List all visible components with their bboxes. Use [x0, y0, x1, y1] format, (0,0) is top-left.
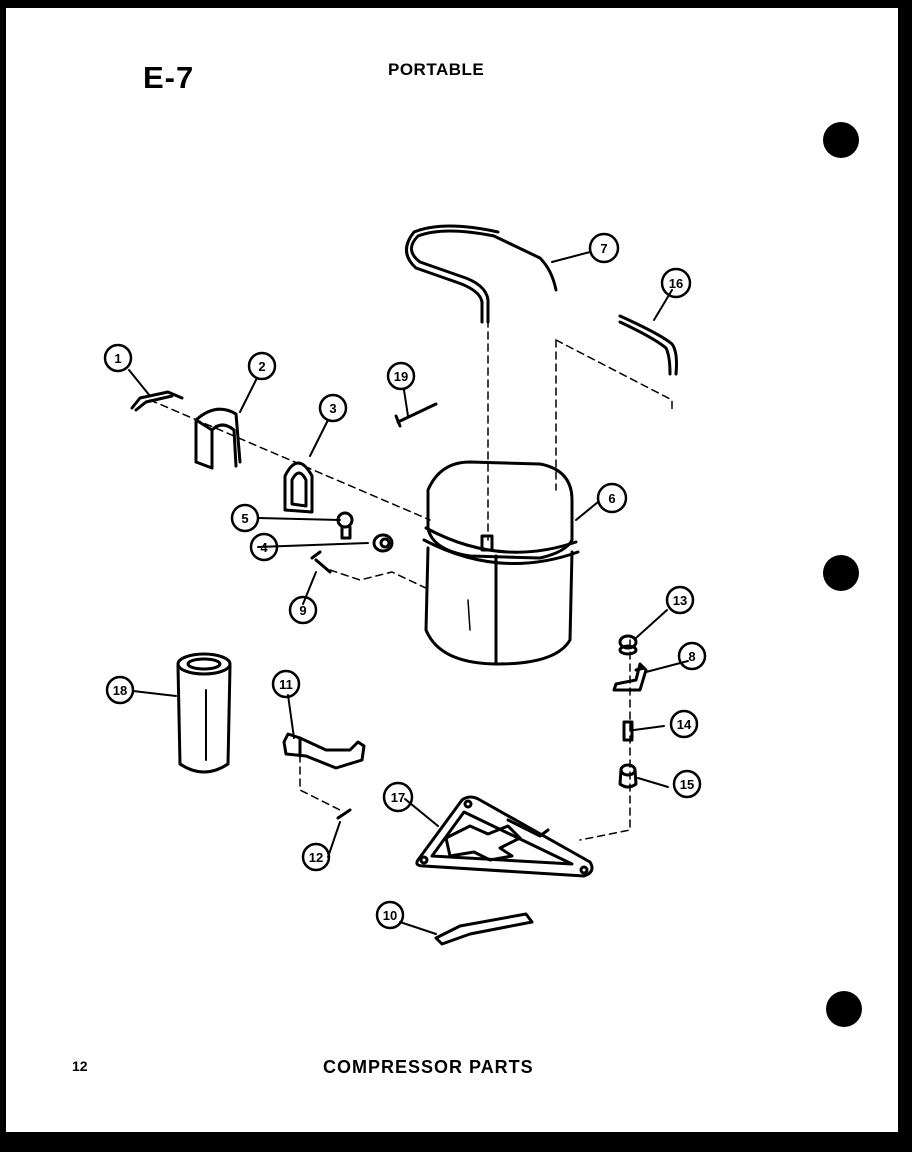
svg-text:1: 1	[114, 351, 121, 366]
callout-7: 7	[588, 232, 620, 264]
svg-text:14: 14	[677, 717, 692, 732]
svg-text:15: 15	[680, 777, 694, 792]
callout-10: 10	[375, 900, 405, 930]
callout-19: 19	[386, 361, 416, 391]
part-11-bracket	[282, 732, 366, 770]
part-1-clip	[130, 390, 184, 412]
svg-text:8: 8	[688, 649, 695, 664]
svg-text:7: 7	[600, 241, 607, 256]
svg-text:17: 17	[391, 790, 405, 805]
svg-text:3: 3	[329, 401, 336, 416]
binder-hole-bottom	[826, 991, 862, 1027]
svg-text:9: 9	[299, 603, 306, 618]
callout-2: 2	[247, 351, 277, 381]
callout-11: 11	[271, 669, 301, 699]
callout-8: 8	[677, 641, 707, 671]
part-12-screw	[336, 808, 352, 820]
callout-4: 4	[249, 532, 279, 562]
svg-text:19: 19	[394, 369, 408, 384]
svg-text:4: 4	[260, 540, 268, 555]
svg-text:18: 18	[113, 683, 127, 698]
svg-text:2: 2	[258, 359, 265, 374]
callout-13: 13	[665, 585, 695, 615]
svg-text:12: 12	[309, 850, 323, 865]
part-7-tube	[405, 224, 558, 324]
page-heading: PORTABLE	[388, 60, 485, 79]
part-16-tube	[618, 314, 678, 376]
page-code: E-7	[143, 60, 195, 95]
part-4-grommet	[372, 533, 394, 553]
svg-text:16: 16	[669, 276, 683, 291]
callout-1: 1	[103, 343, 133, 373]
part-13-nut	[618, 634, 638, 656]
part-15-grommet	[618, 763, 638, 789]
callout-17: 17	[382, 781, 414, 813]
callout-3: 3	[318, 393, 348, 423]
svg-text:11: 11	[279, 677, 293, 692]
callout-9: 9	[288, 595, 318, 625]
svg-text:6: 6	[608, 491, 615, 506]
callout-15: 15	[672, 769, 702, 799]
part-18-capacitor	[176, 652, 232, 774]
callout-14: 14	[669, 709, 699, 739]
page-title: COMPRESSOR PARTS	[323, 1057, 534, 1077]
callout-6: 6	[596, 482, 628, 514]
binder-hole-top	[823, 122, 859, 158]
part-17-base-plate	[415, 795, 594, 878]
part-19-screw	[394, 402, 438, 428]
callout-12: 12	[301, 842, 331, 872]
part-2-terminal-cover	[194, 407, 242, 470]
part-9-screw	[310, 550, 332, 574]
part-10-strap	[434, 912, 534, 946]
svg-text:5: 5	[241, 511, 248, 526]
svg-text:13: 13	[673, 593, 687, 608]
page-number: 12	[72, 1058, 88, 1074]
callout-16: 16	[660, 267, 692, 299]
part-8-bracket	[612, 662, 648, 692]
part-5-fitting	[336, 511, 354, 540]
callout-18: 18	[105, 675, 135, 705]
callout-5: 5	[230, 503, 260, 533]
part-3-gasket	[283, 461, 314, 514]
binder-hole-middle	[823, 555, 859, 591]
part-6-compressor	[422, 460, 580, 666]
parts-sheet	[6, 8, 898, 1132]
part-14-spacer	[622, 720, 634, 742]
leader-lines	[128, 251, 689, 935]
svg-text:10: 10	[383, 908, 397, 923]
